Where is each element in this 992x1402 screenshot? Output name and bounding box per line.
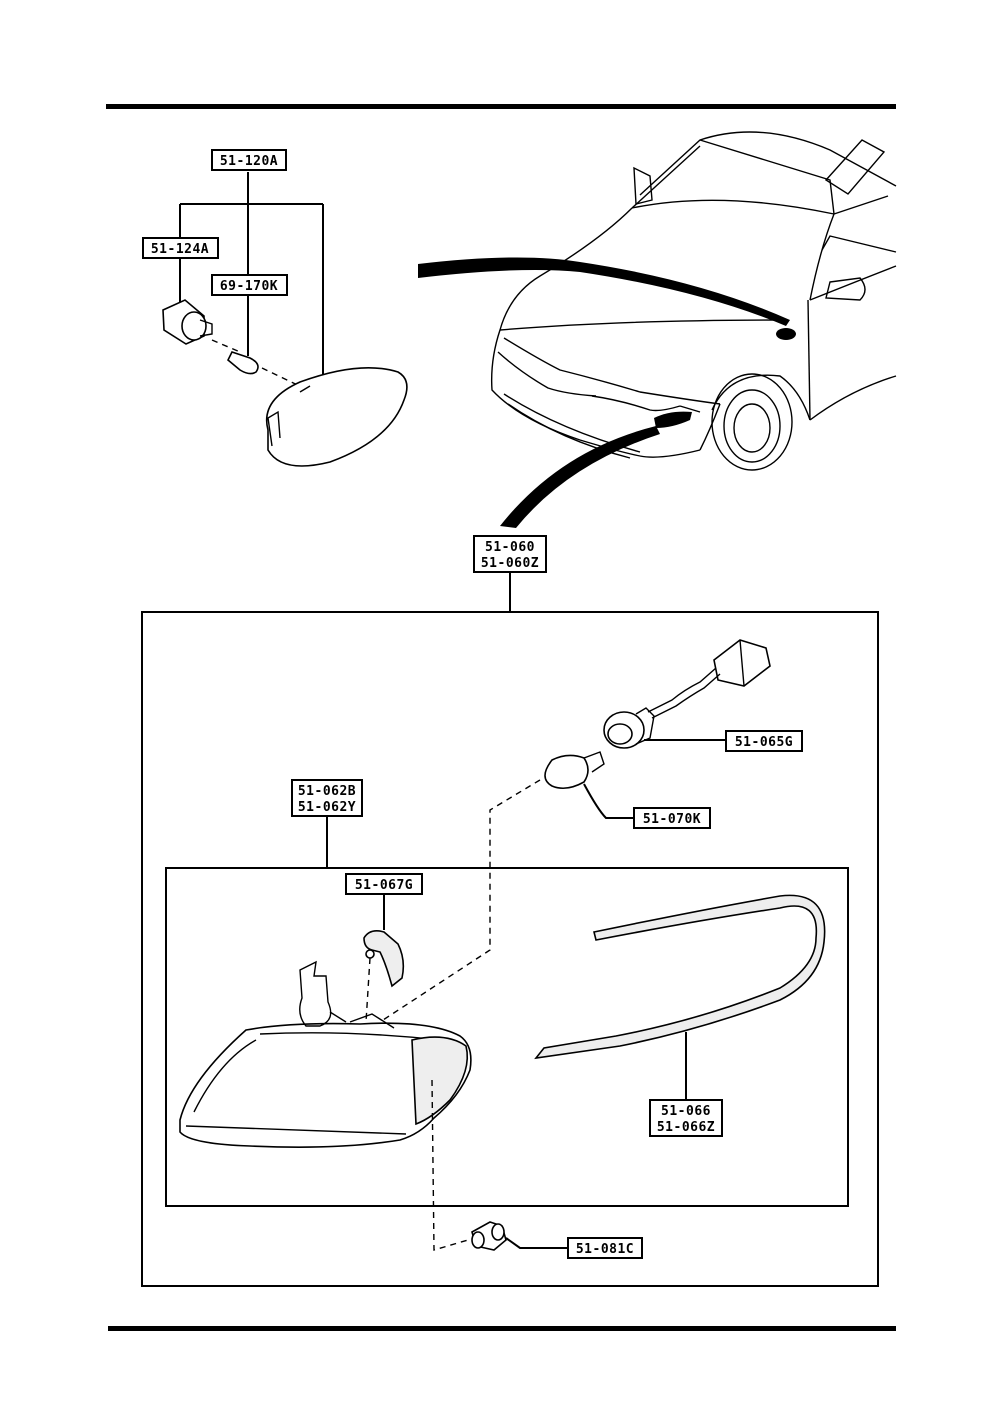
label-51-120A-text: 51-120A xyxy=(220,154,278,169)
label-51-124A: 51-124A xyxy=(142,237,219,259)
label-51-067G: 51-067G xyxy=(345,873,423,895)
lamp-lens-part xyxy=(179,960,472,1148)
inner-lens-frame xyxy=(165,867,849,1207)
label-51-066: 51-066 51-066Z xyxy=(649,1099,723,1137)
label-69-170K: 69-170K xyxy=(211,274,288,296)
label-51-120A: 51-120A xyxy=(211,149,287,171)
label-69-170K-text: 69-170K xyxy=(220,279,278,294)
label-51-065G: 51-065G xyxy=(725,730,803,752)
lens-bracket-part xyxy=(363,930,405,988)
lamp-bulb-part xyxy=(544,751,605,790)
label-51-060: 51-060 51-060Z xyxy=(473,535,547,573)
side-marker-socket-part xyxy=(162,299,213,345)
label-51-065G-text: 51-065G xyxy=(735,735,793,750)
label-51-124A-text: 51-124A xyxy=(151,242,209,257)
label-51-067G-text: 51-067G xyxy=(355,878,413,893)
label-51-062B: 51-062B 51-062Y xyxy=(291,779,363,817)
bottom-rule xyxy=(108,1326,896,1331)
label-51-081C: 51-081C xyxy=(567,1237,643,1259)
label-51-081C-text: 51-081C xyxy=(576,1242,634,1257)
label-51-070K-text: 51-070K xyxy=(643,812,701,827)
label-51-062B-line2: 51-062Y xyxy=(298,800,356,815)
top-rule xyxy=(106,104,896,109)
side-marker-lens-part xyxy=(266,366,408,467)
car-illustration xyxy=(418,131,897,528)
lamp-socket-part xyxy=(603,639,771,749)
label-51-060-line1: 51-060 xyxy=(485,540,535,555)
side-marker-group: 51-120A 51-124A 69-170K xyxy=(142,149,408,467)
label-51-062B-line1: 51-062B xyxy=(298,784,356,799)
clip-part xyxy=(471,1221,507,1251)
label-51-070K: 51-070K xyxy=(633,807,711,829)
outer-assembly-frame xyxy=(141,611,879,1287)
label-51-060-line2: 51-060Z xyxy=(481,556,539,571)
lens-gasket-part xyxy=(534,894,826,1060)
side-marker-bulb-part xyxy=(227,351,259,375)
label-51-066-line2: 51-066Z xyxy=(657,1120,715,1135)
label-51-066-line1: 51-066 xyxy=(661,1104,711,1119)
